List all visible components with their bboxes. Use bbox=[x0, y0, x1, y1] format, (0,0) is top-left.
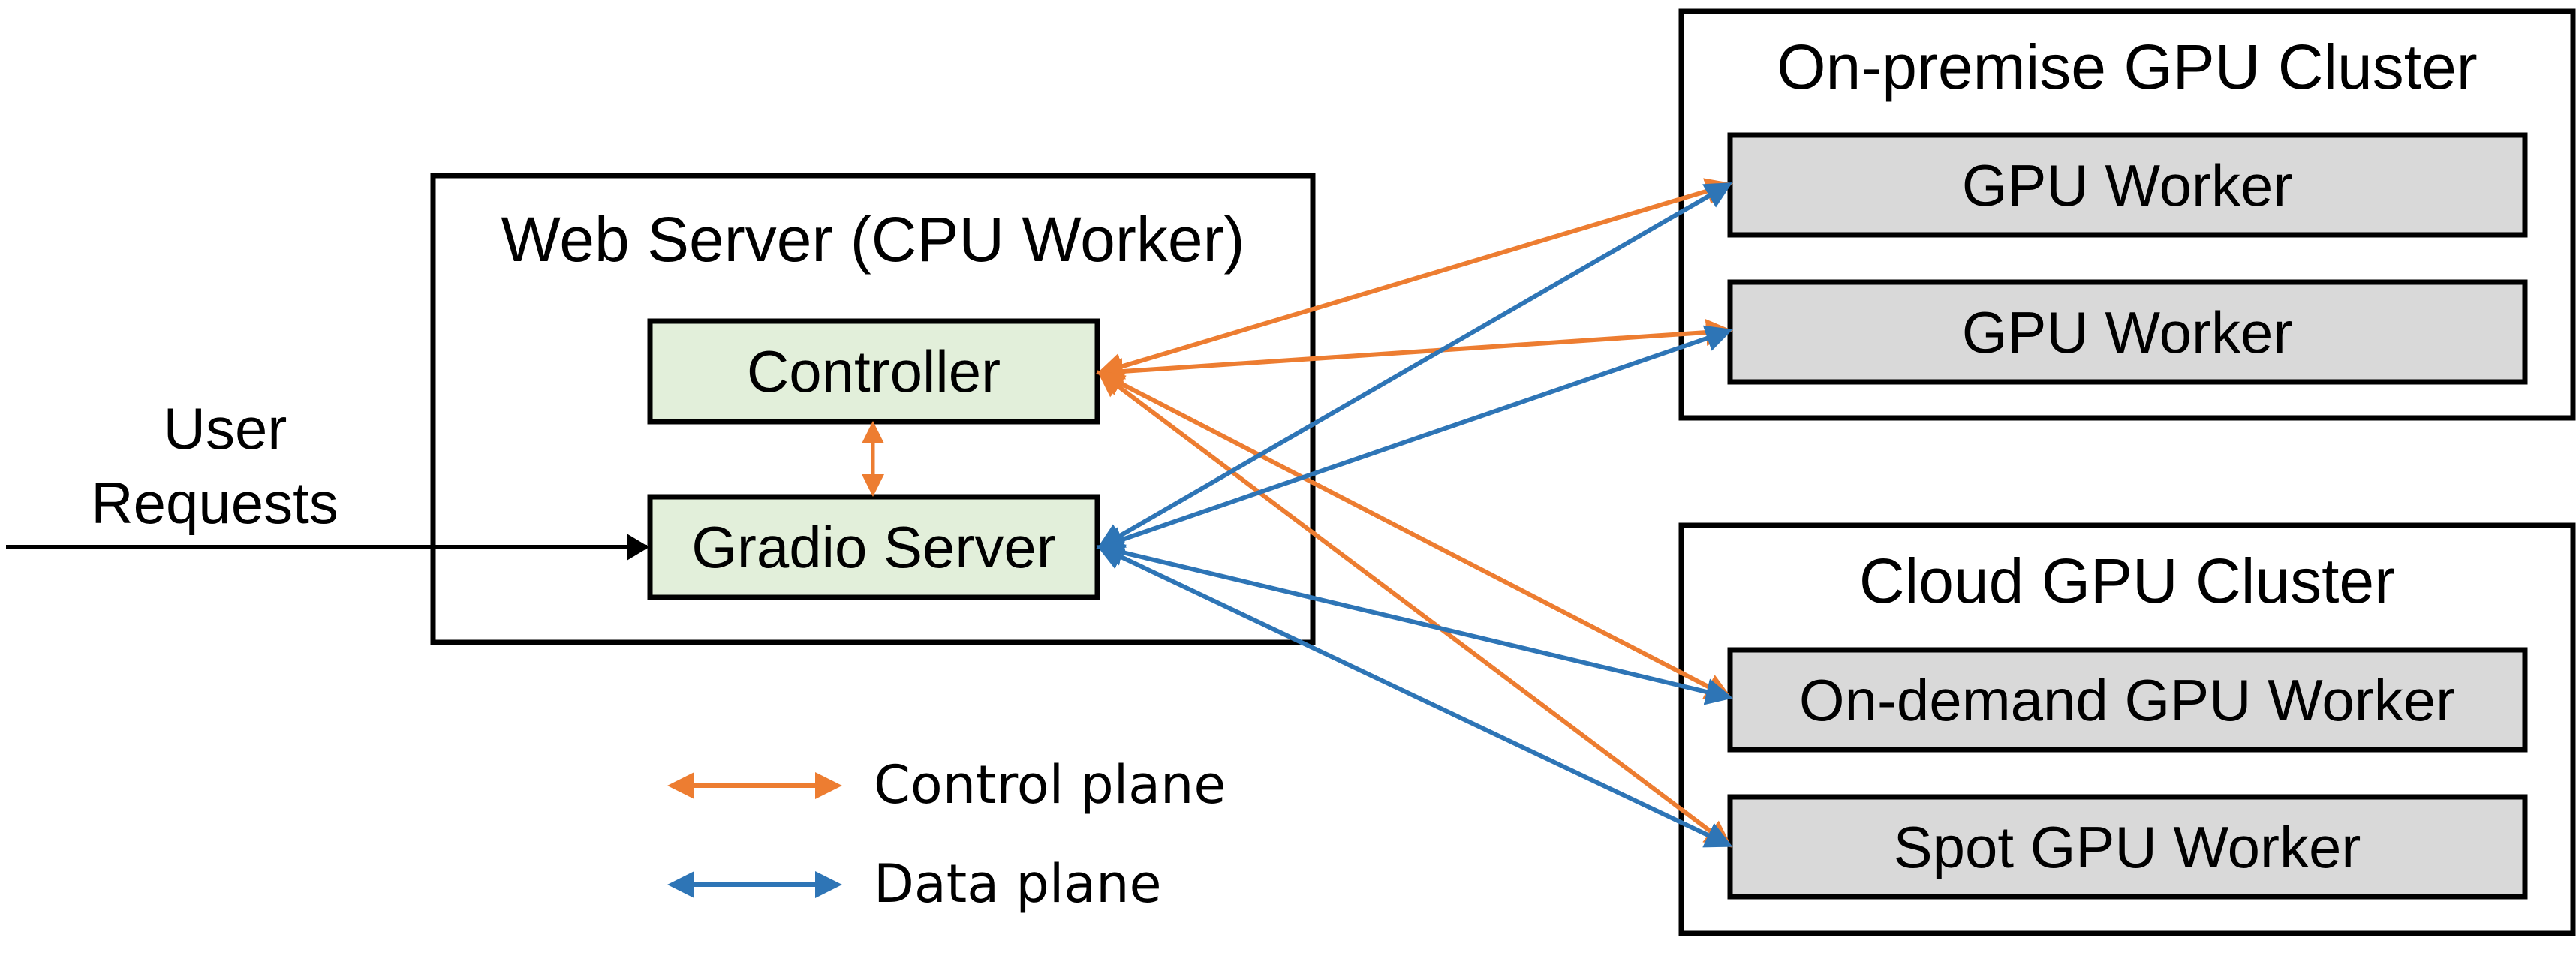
gradio-server-rect bbox=[647, 494, 1100, 600]
cloud-cluster-box: Cloud GPU Cluster On-demand GPU Worker S… bbox=[1678, 522, 2576, 936]
cloud-cluster-title: Cloud GPU Cluster bbox=[1859, 546, 2395, 616]
spot-gpu-worker: Spot GPU Worker bbox=[1727, 794, 2528, 900]
controller-label: Controller bbox=[747, 338, 1001, 404]
gpu-worker-2: GPU Worker bbox=[1727, 279, 2528, 385]
data-arrow-gpu-worker-2 bbox=[1096, 325, 1733, 553]
controller-box: Controller bbox=[647, 318, 1100, 425]
data-plane-arrows bbox=[1096, 182, 1733, 848]
user-requests-label-line1: User bbox=[164, 395, 287, 461]
gradio-server-label: Gradio Server bbox=[691, 514, 1056, 580]
onprem-cluster-title: On-premise GPU Cluster bbox=[1777, 32, 2478, 102]
web-server-title: Web Server (CPU Worker) bbox=[501, 204, 1244, 275]
controller-rect bbox=[647, 318, 1100, 425]
gpu-worker-2-label: GPU Worker bbox=[1962, 299, 2293, 365]
web-server-box: Web Server (CPU Worker) Controller Gradi… bbox=[430, 173, 1316, 645]
legend-control-label: Control plane bbox=[874, 754, 1226, 816]
legend-data-label: Data plane bbox=[874, 853, 1162, 915]
user-requests-label-line2: Requests bbox=[91, 470, 339, 536]
data-arrow-spot-worker bbox=[1096, 544, 1733, 848]
spot-gpu-worker-label: Spot GPU Worker bbox=[1894, 814, 2361, 880]
gpu-worker-1: GPU Worker bbox=[1727, 132, 2528, 238]
legend: Control plane Data plane bbox=[667, 754, 1226, 915]
gradio-server-box: Gradio Server bbox=[647, 494, 1100, 600]
gpu-worker-1-rect bbox=[1727, 132, 2528, 238]
gpu-worker-1-label: GPU Worker bbox=[1962, 152, 2293, 218]
onprem-cluster-box: On-premise GPU Cluster GPU Worker GPU Wo… bbox=[1678, 8, 2576, 421]
on-demand-gpu-worker: On-demand GPU Worker bbox=[1727, 647, 2528, 753]
on-demand-gpu-worker-label: On-demand GPU Worker bbox=[1799, 667, 2455, 733]
